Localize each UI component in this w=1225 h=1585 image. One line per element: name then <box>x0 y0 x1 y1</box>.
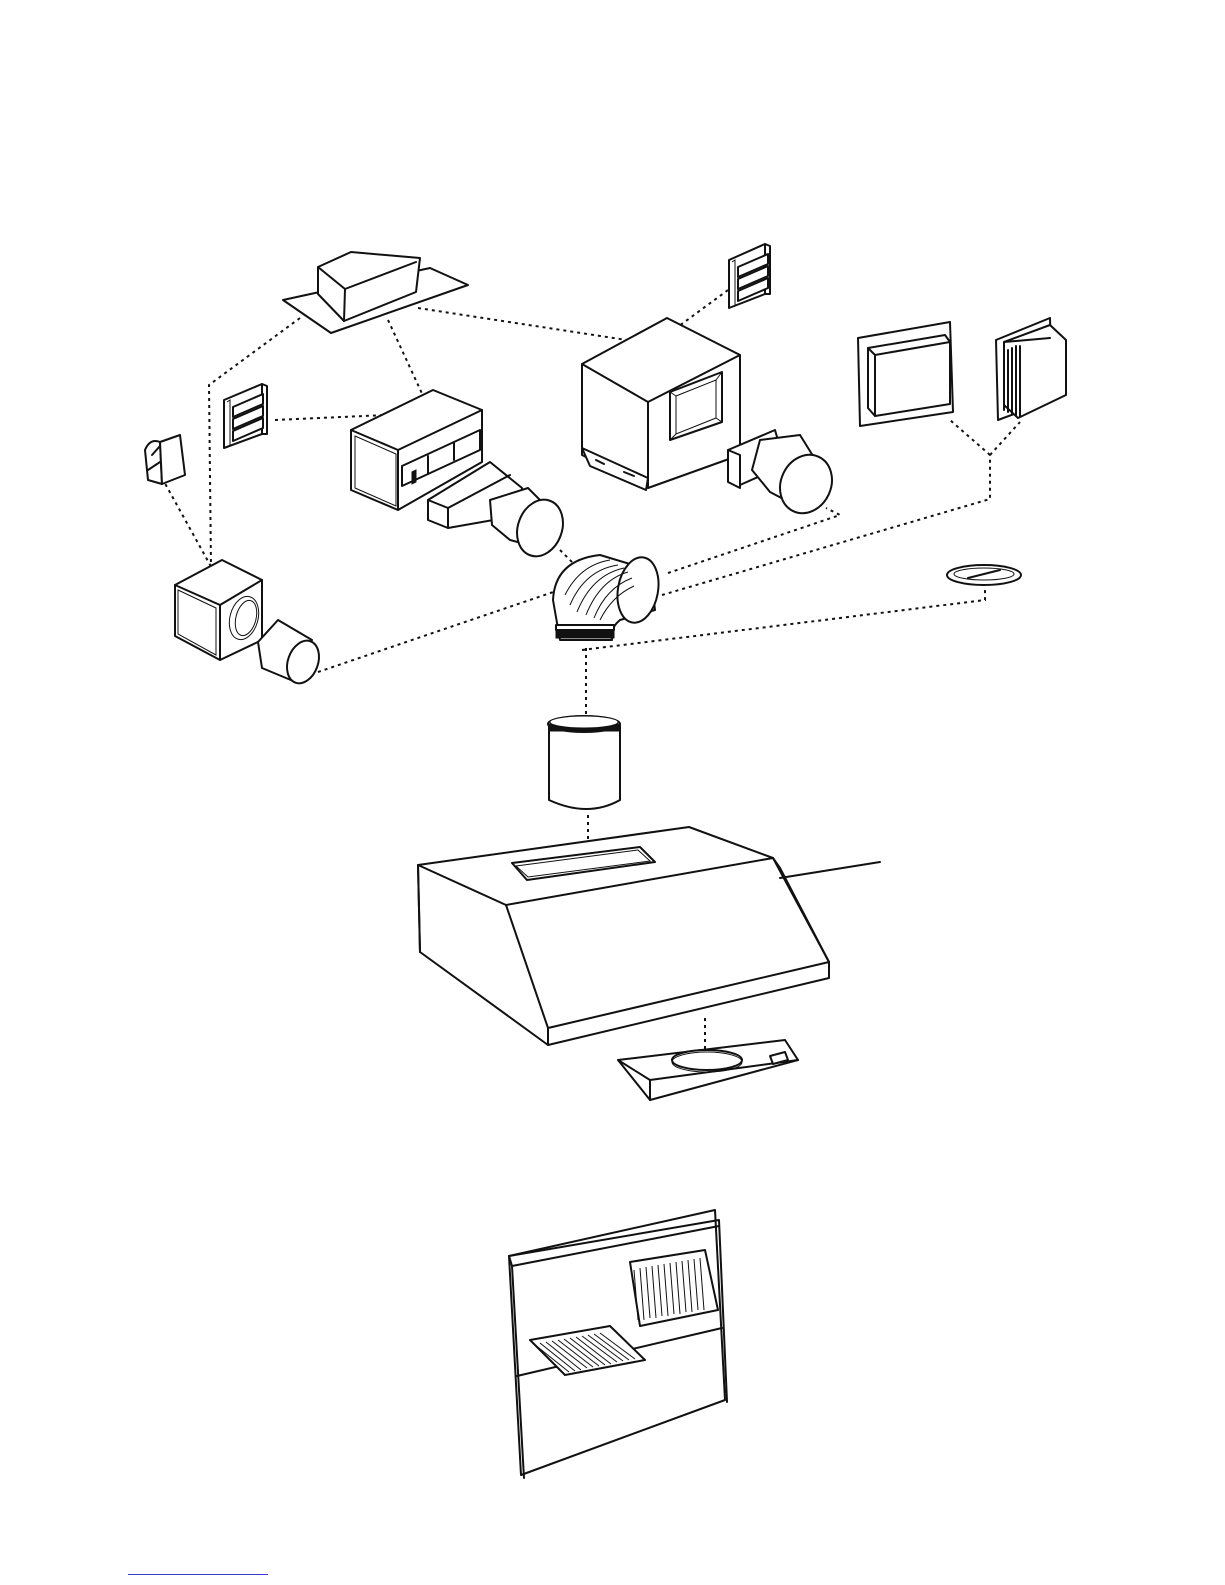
damper-icon <box>947 565 1021 585</box>
elbow-icon <box>553 554 663 640</box>
wall-plate-icon <box>858 322 953 426</box>
wall-hood-icon <box>145 435 185 484</box>
louver-cap-icon <box>729 244 770 308</box>
transition-icon <box>728 430 841 522</box>
blower-box-icon <box>175 560 263 660</box>
footer-link-underline[interactable] <box>128 1574 268 1575</box>
range-hood-icon <box>418 827 880 1045</box>
blower-box-icon <box>582 318 740 490</box>
duct-pipe-icon <box>548 716 620 809</box>
collar-icon <box>258 620 325 688</box>
louver-cap-icon <box>224 384 267 448</box>
roof-cap-icon <box>283 252 468 333</box>
bottom-plate-icon <box>618 1040 798 1100</box>
louvered-wall-cap-icon <box>996 318 1066 420</box>
filter-panel-icon <box>509 1210 727 1478</box>
